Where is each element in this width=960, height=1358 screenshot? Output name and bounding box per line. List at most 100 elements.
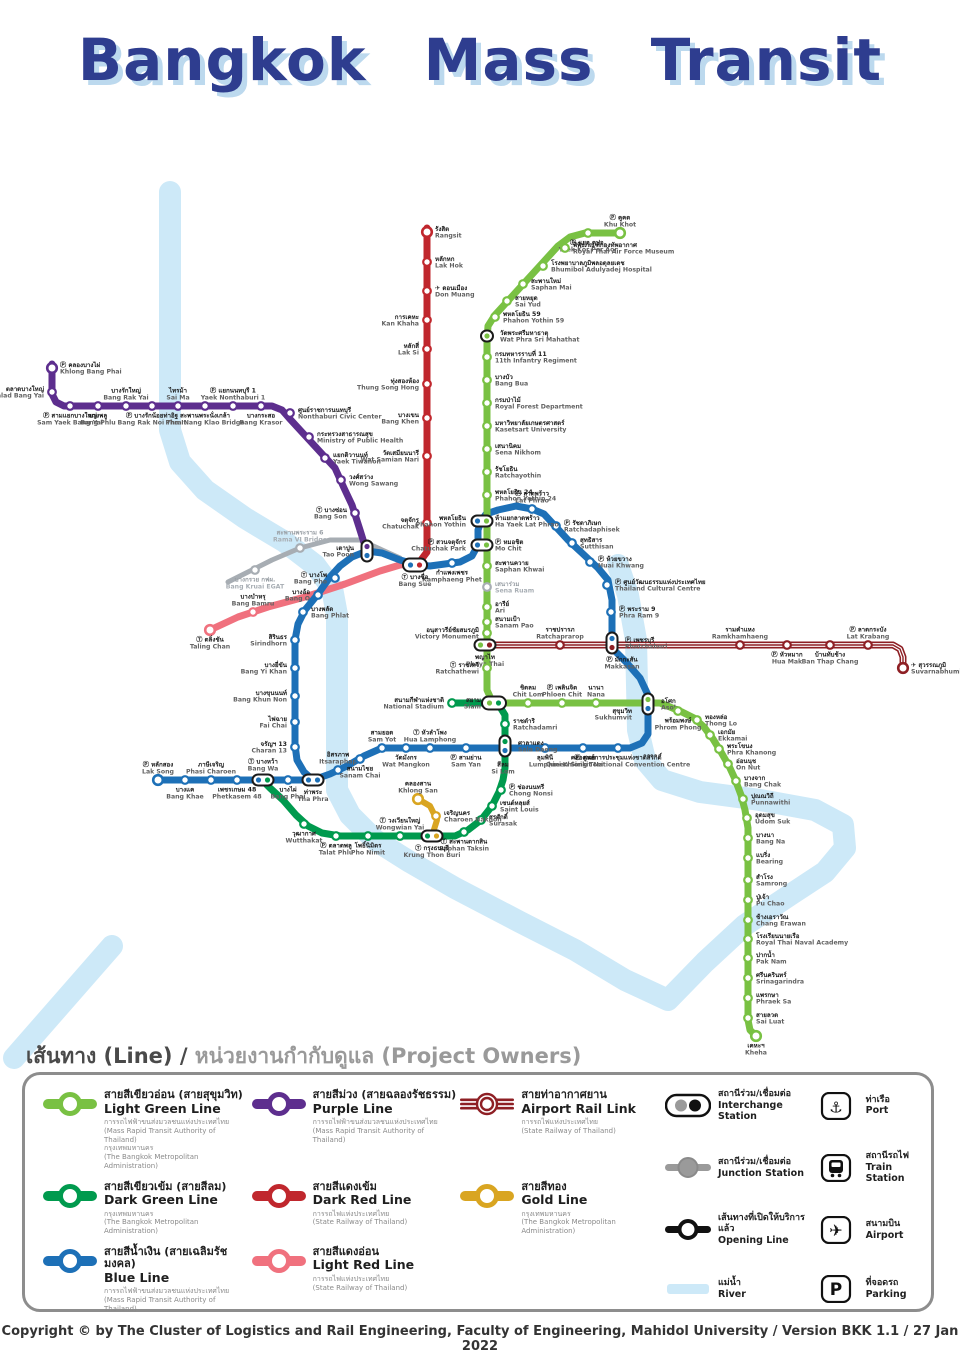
station-label-en: Bang Rak Yai — [103, 394, 148, 401]
station-label-en: Sukhumvit — [595, 715, 632, 722]
station-label-en: Yaek Kor Por Aor — [558, 246, 619, 253]
station-label-en: Kasetsart University — [495, 427, 566, 434]
legend-symbol-en: Interchange Station — [718, 1099, 783, 1123]
interchange-dot — [474, 542, 481, 548]
station-marker — [482, 628, 492, 638]
station-marker — [567, 538, 577, 548]
legend-line-owner: การรถไฟแห่งประเทศไทย(State Railway of Th… — [312, 1274, 408, 1292]
station-label-th: บางกระสอ — [247, 413, 276, 420]
station-marker — [482, 398, 492, 408]
station-label-th: สะพานพระนั่งเกล้า — [180, 411, 231, 420]
interchange-dot — [502, 738, 508, 745]
station-label-th: หลักสี่ — [404, 341, 420, 350]
station-label-th: รามคำแหง — [725, 626, 755, 634]
legend-symbol-en: Junction Station — [718, 1167, 804, 1179]
station-label-th: สะพานควาย — [495, 560, 529, 567]
legend-line-name-th: สายสีเขียวเข้ม (สายสีลม) — [104, 1179, 227, 1193]
interchange-dot — [305, 777, 312, 783]
station-label-en: Thung Song Hong — [357, 385, 419, 392]
station-marker — [705, 730, 715, 740]
station-marker — [422, 315, 432, 325]
legend-symbol-th: ที่จอดรถ — [865, 1277, 899, 1288]
station-label-th: อุดมสุข — [755, 812, 775, 819]
interchange-dot — [477, 642, 484, 648]
station-label-en: Wutthakat — [286, 837, 323, 844]
station-label-th: Ⓣ สะพานตากสิน — [441, 838, 488, 846]
station-label-th: เพชรเกษม 48 — [218, 787, 257, 794]
interchange-dot — [407, 562, 414, 568]
station-label-en: Sanam Pao — [495, 623, 534, 630]
station-phrom-phong: พร้อมพงษ์Phrom Phong — [655, 706, 701, 731]
station-label-th: ปากน้ำ — [756, 949, 775, 959]
station-label-th: กระทรวงสาธารณสุข — [317, 431, 373, 438]
station-label-th: Ⓟ แยก คปอ. — [570, 239, 606, 247]
station-label-en: Ratchayothin — [495, 473, 541, 480]
station-label-en: Bang Phai — [270, 793, 305, 800]
station-label-th: บางกรวย กฟผ. — [235, 576, 276, 584]
station-marker — [250, 565, 260, 575]
station-label-th: Ⓣ บางซื่อ — [402, 572, 429, 581]
station-label-th: เสนานิคม — [495, 442, 521, 450]
station-label-en: Ratchadaphisek — [564, 527, 621, 534]
station-label-en: Ministry of Public Health — [317, 438, 403, 445]
line-blue — [154, 502, 652, 784]
station-label-th: อ่อนนุช — [736, 758, 757, 765]
station-marker — [743, 833, 753, 843]
station-label-th: บางพลู — [89, 413, 108, 421]
station-label-th: พิพิธภัณฑ์กองทัพอากาศ — [572, 241, 638, 249]
interchange-dot — [502, 747, 508, 754]
station-marker — [518, 279, 528, 289]
station-label-th: Ⓟ พระราม 9 — [619, 605, 655, 613]
station-marker — [401, 743, 411, 753]
station-label-en: Makkasan — [604, 663, 639, 670]
station-label-en: Huai Khwang — [598, 563, 644, 570]
station-marker — [496, 785, 506, 795]
station-marker — [121, 401, 131, 411]
station-label-en: Bang O — [285, 596, 310, 603]
station-label-en: Khu Khot — [604, 221, 636, 228]
station-national-stadium: สนามกีฬาแห่งชาติNational Stadium — [383, 696, 457, 711]
station-wat-phra-sri-mahathat: วัดพระศรีมหาธาตุWat Phra Sri Mahathat — [480, 329, 579, 344]
legend-line-name-th: สายสีเขียวอ่อน (สายสุขุมวิท) — [104, 1088, 243, 1101]
station-label-en: Siam — [464, 704, 481, 711]
station-label-th: Ⓣ วงเวียนใหญ่ — [380, 817, 421, 825]
station-label-th: วัดพระศรีมหาธาตุ — [500, 329, 548, 337]
station-label-th: Ⓣ บางโพ — [301, 571, 327, 579]
station-marker — [749, 1029, 763, 1043]
station-label-en: Bang Yi Khan — [241, 669, 287, 676]
legend-line-name-th: สายสีแดงเข้ม — [312, 1179, 377, 1193]
station-label-en: Wat Phra Sri Mahathat — [500, 337, 579, 344]
station-marker — [585, 557, 595, 567]
station-marker — [431, 811, 441, 821]
station-yaek-tiwanon: แยกติวานนท์Yaek Tiwanon — [320, 451, 381, 466]
station-marker — [425, 743, 435, 753]
station-marker — [743, 853, 753, 863]
river — [3, 935, 123, 1069]
station-label-en: Itsaraphap — [319, 758, 357, 765]
interchange-dot — [364, 552, 370, 559]
station-label-en: Lak Si — [398, 350, 419, 357]
station-label-en: Bhumibol Adulyadej Hospital — [551, 267, 652, 274]
station-label-en: Sena Ruam — [495, 588, 534, 595]
station-label-th: พหลโยธิน 24 — [494, 488, 533, 496]
station-label-th: สำโรง — [756, 873, 773, 881]
station-marker — [355, 754, 365, 764]
